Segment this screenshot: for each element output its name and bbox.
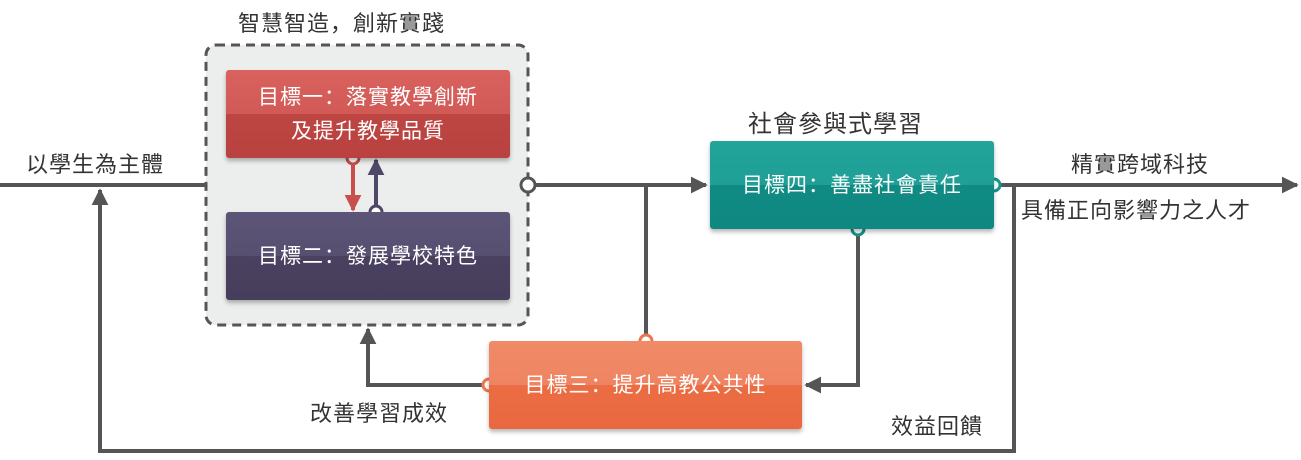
goal1-box: 目標一：落實教學創新 及提升教學品質 bbox=[226, 70, 510, 158]
goal4-box: 目標四：善盡社會責任 bbox=[710, 141, 994, 229]
output-label-line1: 精實跨域科技 bbox=[1071, 153, 1210, 178]
goal3-box: 目標三：提升高教公共性 bbox=[489, 341, 802, 429]
goal4-title: 社會參與式學習 bbox=[748, 110, 923, 138]
feedback-loop-arrow bbox=[91, 185, 1016, 453]
goal3-to-group-arrow bbox=[359, 327, 489, 387]
group-output-dot bbox=[519, 176, 537, 194]
goal2-box: 目標二：發展學校特色 bbox=[226, 212, 510, 300]
group-title: 智慧智造，創新實踐 bbox=[238, 12, 446, 37]
input-label: 以學生為主體 bbox=[26, 153, 165, 178]
improve-label: 改善學習成效 bbox=[310, 402, 449, 427]
feedback-label: 效益回饋 bbox=[891, 415, 984, 440]
goal4-label: 目標四：善盡社會責任 bbox=[742, 173, 962, 197]
goal1-line1: 目標一：落實教學創新 bbox=[258, 85, 478, 109]
goal2-label: 目標二：發展學校特色 bbox=[258, 244, 478, 268]
goal1-line2: 及提升教學品質 bbox=[291, 119, 445, 143]
output-label-line2: 具備正向影響力之人才 bbox=[1021, 199, 1252, 224]
goal3-label: 目標三：提升高教公共性 bbox=[524, 373, 767, 397]
goal4-to-goal3-arrow bbox=[804, 229, 860, 394]
